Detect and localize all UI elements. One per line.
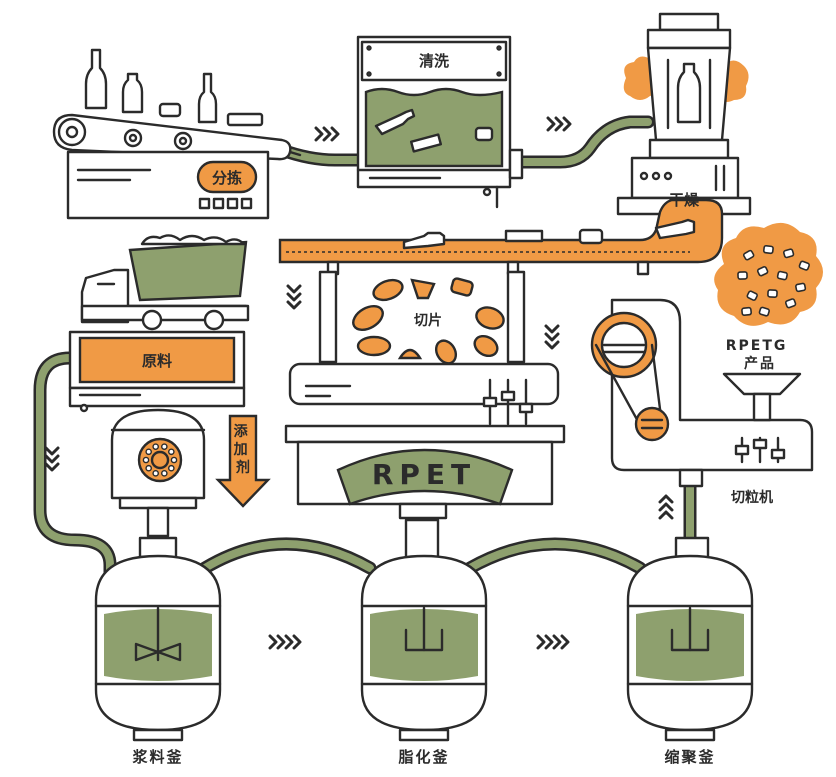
rpet-machine xyxy=(284,270,566,520)
esterification-kettle-label: 脂化釜 xyxy=(398,748,449,766)
stirrer-icon xyxy=(404,606,444,652)
drying-conveyor xyxy=(278,198,724,276)
pellet xyxy=(758,306,770,317)
bottle-icon xyxy=(121,72,144,114)
stirrer-icon xyxy=(670,606,710,652)
rpet-label: RPET xyxy=(372,458,476,491)
bottle-icon xyxy=(402,231,446,250)
pellet xyxy=(795,282,807,293)
washing-label: 清洗 xyxy=(419,52,449,70)
pellet xyxy=(756,266,769,277)
chevron-arrow-icon xyxy=(544,324,560,350)
chevron-arrow-icon xyxy=(314,126,340,142)
polycondensation-kettle-label: 缩聚釜 xyxy=(664,748,715,766)
pelletizer xyxy=(590,298,814,488)
dial-tank xyxy=(110,408,206,538)
pellet xyxy=(767,289,778,298)
raw-material-label: 原料 xyxy=(142,352,172,370)
chevron-arrow-icon xyxy=(658,494,674,520)
chevron-arrow-icon xyxy=(268,634,302,650)
pellet xyxy=(762,244,774,255)
pellet xyxy=(784,298,797,309)
dial-icon xyxy=(137,437,183,483)
drying-station xyxy=(616,12,752,216)
stirrer-icon xyxy=(134,606,182,662)
chevron-arrow-icon xyxy=(44,446,60,472)
polycondensation-kettle xyxy=(626,536,754,742)
product-cloud xyxy=(714,222,823,326)
pellet xyxy=(783,248,795,259)
pellet xyxy=(798,260,810,271)
chevron-arrow-icon xyxy=(546,116,572,132)
slurry-kettle xyxy=(94,536,222,742)
chevron-arrow-icon xyxy=(536,634,570,650)
sorting-station xyxy=(52,48,302,220)
pellet xyxy=(746,290,758,301)
pellet xyxy=(776,270,788,281)
washing-station xyxy=(356,35,524,209)
slurry-kettle-label: 浆料釜 xyxy=(132,748,183,766)
raw-material-station xyxy=(68,234,250,413)
bottle-icon xyxy=(654,218,696,240)
truck-icon xyxy=(80,234,250,331)
pellet xyxy=(742,249,755,261)
drying-label: 干燥 xyxy=(669,191,700,209)
chevron-arrow-icon xyxy=(286,284,302,310)
pellet xyxy=(741,306,752,316)
sorting-label: 分拣 xyxy=(212,169,242,187)
bottle-icon xyxy=(197,72,218,124)
product-label: RPETG 产品 xyxy=(726,338,795,372)
esterification-kettle xyxy=(360,518,488,742)
slicing-label: 切片 xyxy=(414,312,442,329)
bottle-icon xyxy=(374,108,416,136)
gear-icon xyxy=(590,311,658,379)
additive-label: 添 加 剂 xyxy=(233,423,253,476)
bottle-icon xyxy=(84,48,108,110)
additive-arrow xyxy=(215,414,271,508)
pelletizer-label: 切粒机 xyxy=(731,489,773,506)
bottle-icon xyxy=(676,62,702,124)
pellet xyxy=(737,271,748,280)
